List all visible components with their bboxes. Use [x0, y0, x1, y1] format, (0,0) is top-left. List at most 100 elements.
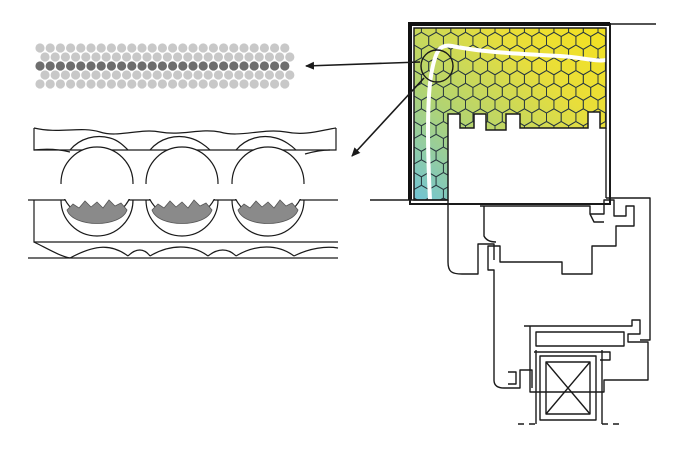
particle-dark — [178, 61, 188, 71]
particle-light — [198, 43, 208, 53]
particle-light — [183, 52, 193, 62]
cell-gap — [57, 184, 137, 199]
particle-light — [55, 43, 65, 53]
particle-dark — [86, 61, 96, 71]
particle-light — [101, 52, 111, 62]
particle-light — [193, 70, 203, 80]
particle-light — [117, 79, 127, 89]
particle-light — [142, 70, 152, 80]
particle-light — [264, 52, 274, 62]
particle-light — [259, 79, 269, 89]
particle-light — [224, 70, 234, 80]
cell-lower-arc — [145, 199, 219, 237]
hex-cell — [532, 211, 547, 228]
hex-cell — [458, 211, 473, 228]
particle-dark — [249, 61, 259, 71]
hex-cell — [509, 146, 525, 165]
particle-light — [213, 52, 223, 62]
cell-gap — [228, 184, 308, 199]
particle-dark — [270, 61, 280, 71]
particle-dark — [127, 61, 137, 71]
particle-light — [208, 43, 218, 53]
particle-light — [81, 52, 91, 62]
particle-light — [55, 79, 65, 89]
hex-cell — [450, 146, 466, 165]
hex-cell — [553, 171, 570, 191]
hex-cell — [560, 159, 577, 178]
particle-light — [101, 70, 111, 80]
particle-light — [219, 43, 229, 53]
hex-cell — [517, 211, 532, 228]
particle-dark — [96, 61, 106, 71]
hex-cell — [523, 146, 540, 165]
cell-lower-arc — [60, 199, 134, 237]
hex-cell — [494, 146, 511, 165]
hex-cell — [472, 184, 489, 200]
hex-cell — [575, 159, 592, 178]
particle-light — [91, 70, 101, 80]
hex-cell — [531, 184, 547, 200]
particle-dark — [208, 61, 218, 71]
particle-dark — [45, 61, 55, 71]
particle-light — [132, 70, 142, 80]
hex-cell — [465, 197, 481, 200]
hex-cell — [531, 133, 547, 152]
particle-light — [254, 70, 264, 80]
particle-light — [249, 43, 259, 53]
particle-light — [137, 43, 147, 53]
particle-dark — [35, 61, 45, 71]
particle-light — [40, 52, 50, 62]
particle-light — [76, 79, 86, 89]
particle-dark — [219, 61, 229, 71]
flake-deposit — [151, 199, 213, 224]
particle-light — [76, 43, 86, 53]
particle-light — [157, 43, 167, 53]
hex-cell — [473, 211, 488, 228]
hex-cell — [479, 146, 496, 165]
particle-light — [193, 52, 203, 62]
particle-light — [127, 79, 137, 89]
cell-section-lower — [28, 199, 339, 259]
hex-cell — [414, 211, 429, 228]
particle-light — [178, 79, 188, 89]
particle-light — [249, 79, 259, 89]
particle-light — [71, 70, 81, 80]
particle-light — [122, 70, 132, 80]
particle-light — [259, 43, 269, 53]
particle-dark — [76, 61, 86, 71]
particle-light — [162, 52, 172, 62]
particle-light — [50, 52, 60, 62]
hex-cell — [546, 184, 562, 200]
particle-light — [254, 52, 264, 62]
hex-cell — [560, 184, 577, 200]
hex-cell — [457, 133, 474, 152]
hex-cell — [538, 146, 555, 165]
particle-dark — [188, 61, 198, 71]
hex-cell — [575, 184, 592, 200]
particle-dark — [137, 61, 147, 71]
particle-dark — [198, 61, 208, 71]
particle-light — [270, 79, 280, 89]
particle-light — [188, 43, 198, 53]
particle-light — [50, 70, 60, 80]
particle-light — [244, 70, 254, 80]
hex-cell — [582, 120, 599, 140]
particle-light — [198, 79, 208, 89]
particle-dark — [66, 61, 76, 71]
particle-light — [81, 70, 91, 80]
hex-cell — [604, 108, 606, 127]
particle-light — [285, 52, 295, 62]
particle-light — [229, 43, 239, 53]
hex-cell — [457, 184, 474, 200]
particle-light — [111, 52, 121, 62]
hex-cell — [516, 133, 533, 152]
particle-light — [157, 79, 167, 89]
particle-light — [244, 52, 254, 62]
particle-light — [117, 43, 127, 53]
hex-cell — [509, 171, 525, 191]
window-frame-profile — [447, 128, 651, 425]
particle-strip — [35, 43, 295, 89]
hex-cell — [487, 159, 503, 178]
